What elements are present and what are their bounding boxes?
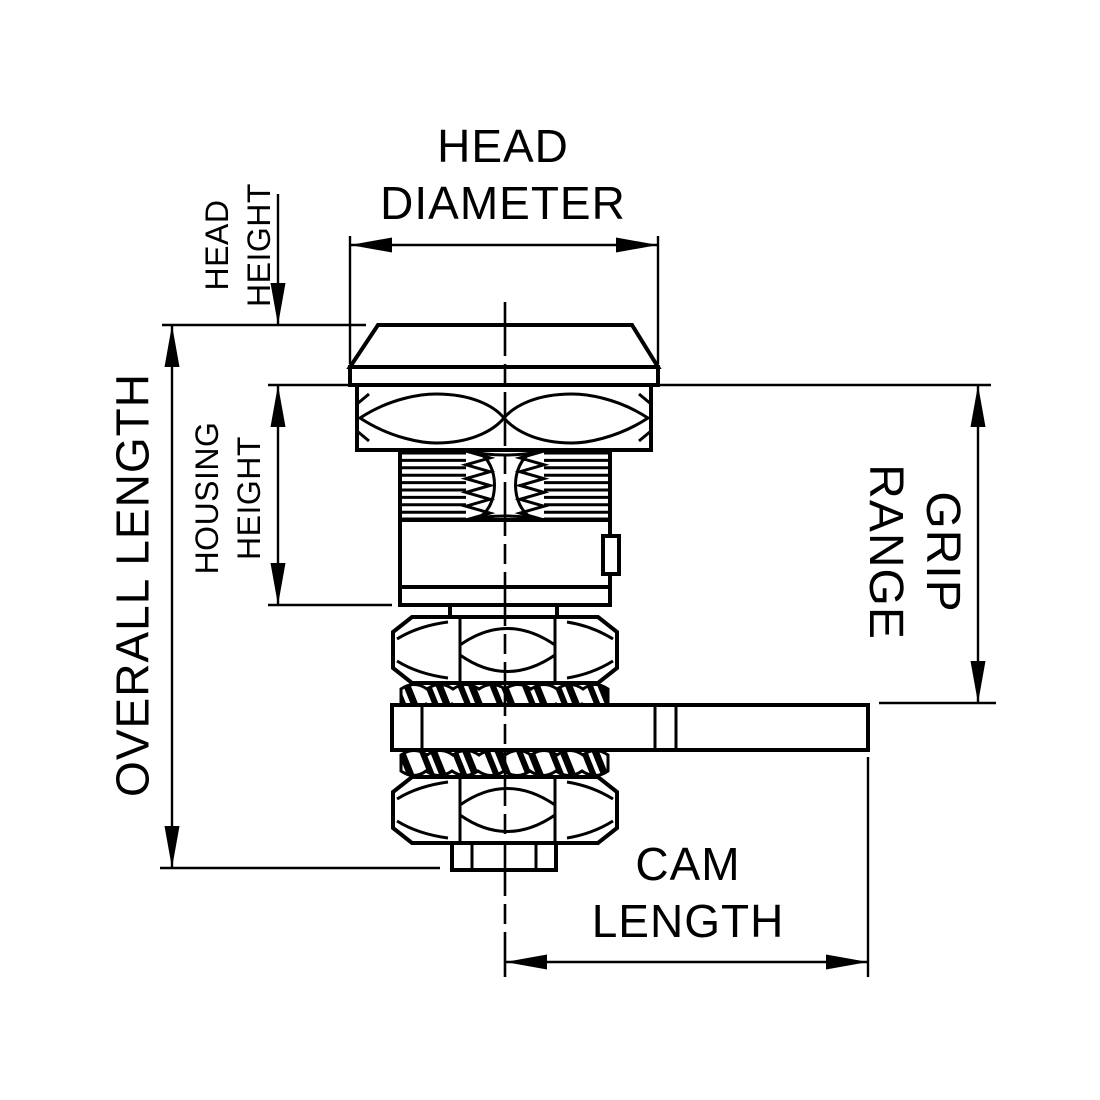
dim-grip-range — [652, 383, 996, 705]
dim-head-diameter — [348, 236, 660, 364]
dim-overall-length — [160, 323, 440, 870]
label-head-diameter-line2: DIAMETER — [380, 177, 626, 229]
label-housing-height-line1: HOUSING — [189, 421, 225, 575]
dim-head-height — [270, 194, 286, 325]
label-head-diameter: HEAD DIAMETER — [380, 118, 626, 232]
label-cam-length-line2: LENGTH — [591, 895, 785, 947]
label-housing-height-line2: HEIGHT — [231, 436, 267, 560]
label-cam-length: CAM LENGTH — [592, 836, 785, 950]
housing-body — [398, 518, 621, 617]
label-overall-length: OVERALL LENGTH — [105, 373, 162, 797]
cam-plate — [390, 703, 870, 752]
label-head-height-line2: HEIGHT — [241, 183, 277, 307]
label-head-diameter-line1: HEAD — [437, 120, 569, 172]
label-grip-range: GRIP RANGE — [857, 464, 971, 640]
label-head-height-line1: HEAD — [199, 199, 235, 291]
housing-tab — [601, 534, 621, 576]
hex-nut-lower — [391, 775, 619, 845]
label-grip-range-line2: RANGE — [859, 464, 912, 640]
label-housing-height: HOUSING HEIGHT — [186, 422, 270, 575]
dim-housing-height — [268, 383, 392, 607]
label-overall-length-line1: OVERALL LENGTH — [106, 373, 159, 797]
label-cam-length-line1: CAM — [635, 838, 741, 890]
threaded-stud — [398, 449, 612, 522]
label-grip-range-line1: GRIP — [916, 491, 969, 613]
dim-cam-length — [505, 757, 870, 977]
label-head-height: HEAD HEIGHT — [196, 183, 280, 307]
